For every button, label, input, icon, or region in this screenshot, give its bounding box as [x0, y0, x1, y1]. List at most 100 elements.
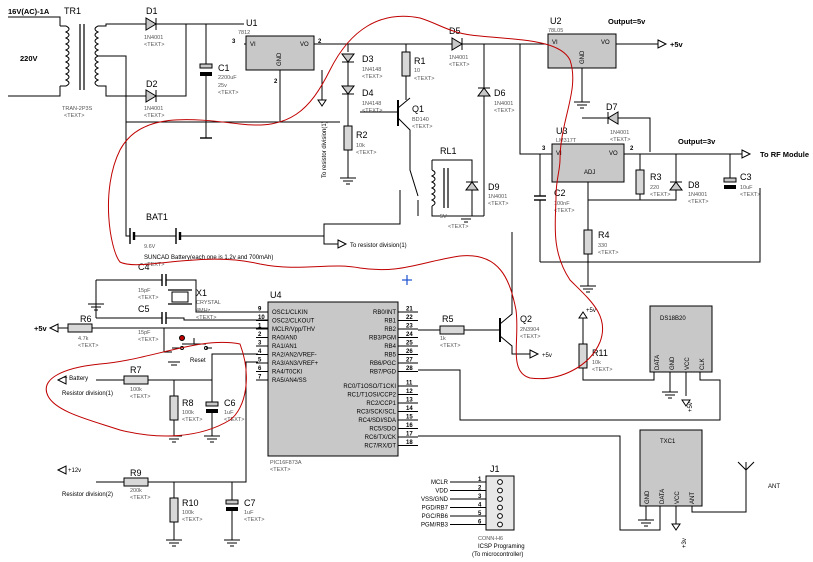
u4-pin-number: 6	[258, 366, 262, 372]
red-connection-loop-2	[45, 341, 247, 437]
d9-text: <TEXT>	[488, 201, 508, 207]
icsp-label-2: (To microcontroller)	[472, 552, 523, 558]
u1-vo: VO	[300, 42, 309, 48]
ground-symbol-r10	[166, 539, 182, 547]
to-resistor-division-horizontal: To resistor division(1)	[350, 243, 407, 249]
d8-ref: D8	[688, 180, 700, 190]
u4-pin-signal: RC7/RX/DT	[364, 444, 396, 450]
d2-ref: D2	[146, 79, 158, 89]
j1-pin-signal: PGC/RB6	[422, 514, 449, 520]
x1-value2: 4MHz	[196, 308, 211, 314]
c4-ref: C4	[138, 262, 150, 272]
r10-text: <TEXT>	[182, 517, 202, 523]
r7-text: <TEXT>	[130, 394, 150, 400]
capacitor-c1	[199, 24, 213, 139]
u1-gnd: GND	[277, 52, 283, 66]
r3-value: 220	[650, 185, 659, 191]
ds-wires	[669, 372, 721, 396]
txc-pin-ant: ANT	[690, 492, 696, 504]
u4-pin-number: 7	[258, 375, 262, 381]
u4-pin-number: 22	[406, 315, 413, 321]
capacitor-c4	[96, 274, 268, 313]
u2-vo: VO	[601, 40, 610, 46]
j1-pin-signal: VSS/GND	[421, 497, 449, 503]
d5-text: <TEXT>	[449, 62, 469, 68]
r7-ref: R7	[130, 365, 142, 375]
ds18b20-ref: DS18B20	[660, 316, 686, 322]
ground-symbol-c6	[204, 435, 220, 443]
resistor-r7	[123, 375, 149, 385]
d5-value: 1N4001	[449, 55, 468, 61]
d3-ref: D3	[362, 54, 374, 64]
u4-pin-signal: RB1	[384, 319, 396, 325]
r8-value: 100k	[182, 410, 194, 416]
j1-pin-number: 2	[478, 486, 482, 492]
u2-gnd: GND	[580, 50, 586, 64]
u4-pin-number: 10	[258, 315, 265, 321]
r1-ref: R1	[414, 56, 426, 66]
u4-pin-number: 15	[406, 415, 413, 421]
supply-wire-bottom	[8, 86, 61, 97]
d4-ref: D4	[362, 88, 374, 98]
q1-ref: Q1	[412, 104, 424, 114]
r4-ref: R4	[598, 230, 610, 240]
u3-ground-rail	[540, 188, 761, 263]
diode-d4	[341, 85, 355, 95]
c4-text: <TEXT>	[138, 295, 158, 301]
j1-pin-socket	[497, 479, 503, 485]
u4-pin-signal: RC3/SCK/SCL	[357, 410, 397, 416]
d1-value: 1N4001	[144, 35, 163, 41]
j1-pin-number: 4	[478, 503, 482, 509]
r7-value: 100k	[130, 387, 142, 393]
u4-ref: U4	[270, 290, 282, 300]
arrow-div-horizontal	[337, 239, 348, 249]
regulator-u2	[547, 33, 617, 69]
x1-ref: X1	[196, 288, 207, 298]
icsp-label-1: ICSP Programing	[478, 544, 525, 550]
c6-text: <TEXT>	[224, 417, 244, 423]
u3-pin2: 2	[630, 146, 634, 152]
c2-ref: C2	[554, 188, 566, 198]
q1-value: BD140	[412, 117, 429, 123]
q2-text: <TEXT>	[520, 334, 540, 340]
d2-text: <TEXT>	[144, 113, 164, 119]
d9-value: 1N4001	[488, 194, 507, 200]
arrow-div-vertical	[317, 99, 327, 107]
u1-pin3: 2	[274, 79, 278, 85]
resistor-r2	[343, 125, 353, 151]
tr1-value: TRAN-2P3S	[62, 106, 93, 112]
u2-vi: VI	[552, 40, 558, 46]
u4-pin-number: 21	[406, 307, 413, 313]
plus5v-q2-label: +5v	[542, 353, 552, 359]
c7-value: 1uF	[244, 510, 254, 516]
ground-symbol-relay	[458, 215, 474, 223]
u1-ref: U1	[246, 18, 258, 28]
d3-text: <TEXT>	[362, 74, 382, 80]
r10-value: 100k	[182, 510, 194, 516]
ds-pin-data: DATA	[655, 355, 661, 370]
r9-wires	[96, 361, 258, 500]
u4-pin-signal: RB5	[384, 353, 396, 359]
j1-pin-signal: MCLR	[431, 480, 449, 486]
resistor-r9	[123, 477, 149, 487]
ds-5v-arrow	[681, 399, 691, 407]
u4-pin-number: 24	[406, 332, 413, 338]
r5-ref: R5	[442, 314, 454, 324]
txc-pin-vcc: VCC	[675, 491, 681, 504]
u1-value: 7812	[238, 30, 250, 36]
r7-wires	[96, 353, 258, 396]
resistor-r6	[67, 323, 93, 333]
r4-text: <TEXT>	[598, 250, 618, 256]
capacitor-c2	[534, 154, 546, 262]
u4-pin-signal: RB3/PGM	[369, 336, 396, 342]
capacitor-c7	[225, 499, 239, 540]
r3-ref: R3	[650, 172, 662, 182]
battery-note: SUNCAD Battery(each one is 1.2v and 700m…	[144, 255, 273, 261]
r6-value: 4.7k	[78, 336, 89, 342]
regulator-u3	[551, 143, 625, 183]
diode-d7	[582, 111, 651, 152]
r10-ref: R10	[182, 498, 199, 508]
j1-pin-number: 3	[478, 494, 482, 500]
resistor-r5	[439, 325, 465, 335]
u3-vo: VO	[609, 151, 618, 157]
